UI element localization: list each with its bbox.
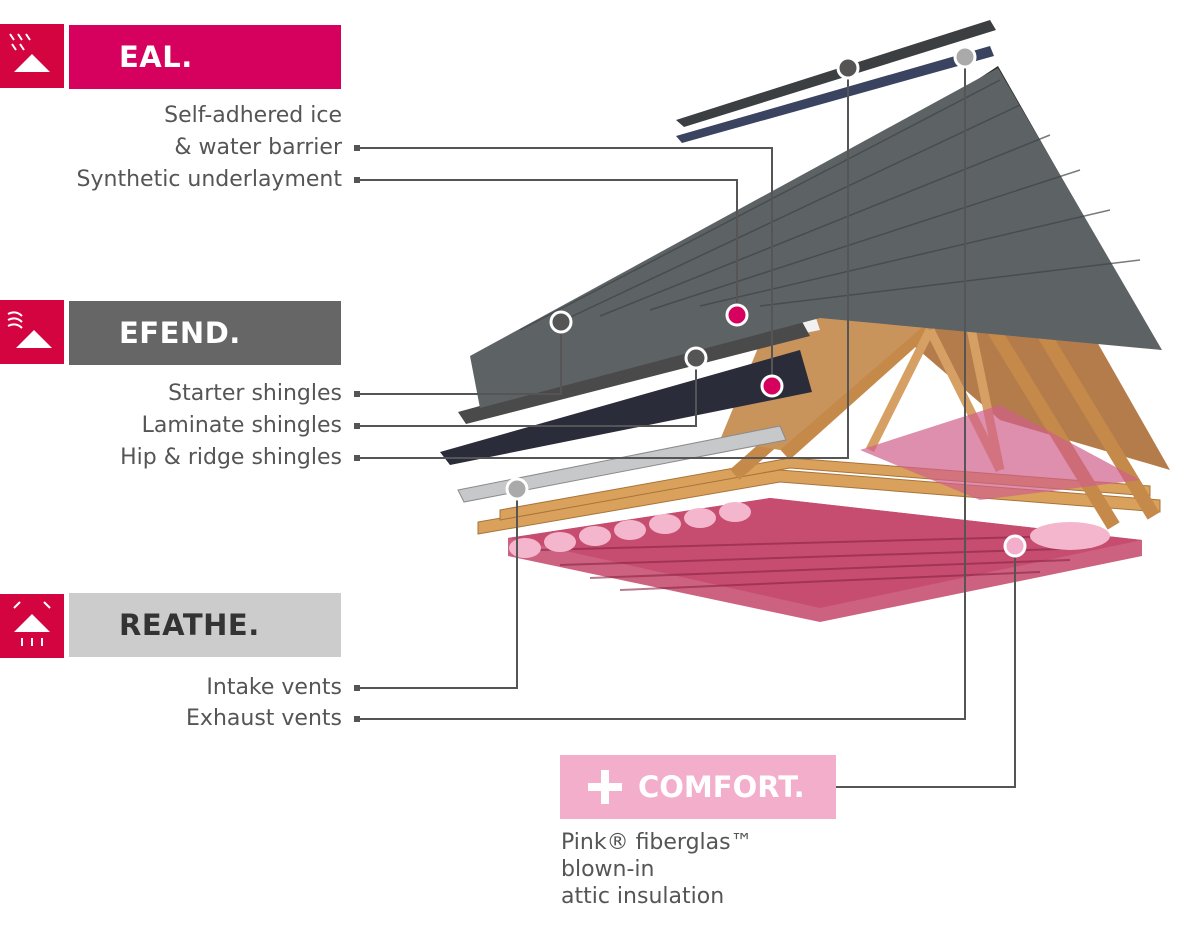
intake-vent-strip — [457, 425, 787, 503]
laminate-shingles — [470, 68, 1162, 408]
rain-roof-icon — [9, 33, 50, 72]
ice-water-barrier — [440, 350, 812, 465]
vent-arrows-roof-icon — [13, 601, 51, 646]
label-ice-water-barrier: Self-adhered ice & water barrier — [164, 100, 342, 164]
label-intake-vents: Intake vents — [206, 675, 342, 700]
seal-title: EAL. — [119, 40, 193, 74]
label-synthetic-underlayment: Synthetic underlayment — [76, 167, 342, 192]
shingle-texture — [519, 79, 1141, 331]
comfort-line1: Pink® fiberglas™ — [561, 830, 753, 855]
defend-title: EFEND. — [119, 316, 241, 350]
label-laminate-shingles: Laminate shingles — [141, 413, 342, 438]
seal-title-bar: EAL. — [69, 25, 341, 89]
plus-icon — [588, 770, 622, 804]
label-exhaust-vents: Exhaust vents — [186, 706, 342, 731]
seal-icon-tile — [0, 24, 64, 88]
breathe-title-bar: REATHE. — [69, 593, 341, 657]
comfort-title-bar: COMFORT. — [560, 755, 836, 819]
comfort-line2: blown-in — [561, 857, 655, 882]
leader-lines — [358, 57, 1016, 788]
comfort-title: COMFORT. — [638, 770, 805, 804]
breathe-icon-tile — [0, 594, 64, 658]
label-ice-water-line2: & water barrier — [174, 135, 342, 160]
pink-insulation — [508, 498, 1142, 622]
callout-markers — [505, 45, 1027, 558]
breathe-title: REATHE. — [119, 608, 260, 642]
hip-ridge-shingle-piece — [676, 20, 996, 127]
wind-roof-icon — [7, 311, 52, 348]
comfort-line3: attic insulation — [561, 884, 725, 909]
label-starter-shingles: Starter shingles — [168, 381, 342, 406]
label-hip-ridge-shingles: Hip & ridge shingles — [120, 445, 342, 470]
defend-title-bar: EFEND. — [69, 301, 341, 365]
label-ice-water-line1: Self-adhered ice — [164, 103, 342, 128]
comfort-description: Pink® fiberglas™ blown-in attic insulati… — [561, 829, 753, 910]
starter-shingle-strip — [458, 318, 810, 424]
insulation-batts — [860, 405, 1140, 500]
leader-line-ends — [354, 145, 360, 722]
defend-icon-tile — [0, 300, 64, 364]
ridge-vent-piece — [676, 46, 994, 143]
